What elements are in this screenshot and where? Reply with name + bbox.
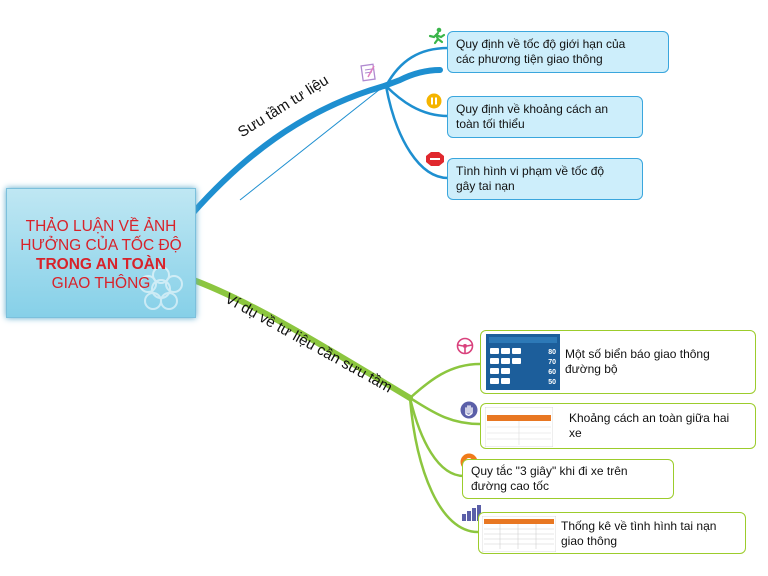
bottom-branch-line <box>185 275 413 401</box>
bottom-item-safe-distance[interactable]: Khoảng cách an toàn giữa hai xe <box>480 403 756 449</box>
central-line-2: HƯỞNG CỦA TỐC ĐỘ <box>20 237 182 254</box>
bottom-sub-1 <box>409 362 481 399</box>
notepad-icon <box>360 63 376 82</box>
bottom-item-4-text: Thống kê về tình hình tai nạn giao thông <box>561 519 743 549</box>
top-item-1-line-1: Quy định về tốc độ giới hạn của <box>456 37 626 51</box>
bottom-item-statistics[interactable]: Thống kê về tình hình tai nạn giao thông <box>478 512 746 554</box>
top-branch-line <box>189 67 443 217</box>
bottom-item-1-text: Một số biển báo giao thông đường bộ <box>565 347 751 377</box>
top-item-3-line-2: gây tai nạn <box>456 179 515 193</box>
steering-wheel-icon <box>456 337 474 355</box>
stop-hand-icon <box>460 401 478 419</box>
top-sub-3 <box>384 85 449 180</box>
bottom-item-3-line-1: Quy tắc "3 giây" khi đi xe trên <box>471 464 628 478</box>
top-item-3-line-1: Tình hình vi phạm về tốc độ <box>456 164 605 178</box>
bottom-item-road-signs[interactable]: 80 70 60 50 Một số biển báo giao thông đ… <box>480 330 756 394</box>
speed-value-1: 80 <box>548 349 556 356</box>
bottom-sub-3 <box>408 397 465 478</box>
top-branch-stem <box>239 85 385 201</box>
central-topic[interactable]: THẢO LUẬN VỀ ẢNH HƯỞNG CỦA TỐC ĐỘ TRONG … <box>6 188 196 318</box>
top-sub-2 <box>385 85 449 118</box>
bottom-item-2-text: Khoảng cách an toàn giữa hai xe <box>569 411 751 441</box>
distance-table-image <box>485 407 553 447</box>
central-line-1: THẢO LUẬN VỀ ẢNH <box>25 218 177 235</box>
bottom-item-1-line-2: đường bộ <box>565 362 618 376</box>
speed-sign-table-image: 80 70 60 50 <box>486 334 560 390</box>
bottom-sub-4 <box>408 397 479 534</box>
bottom-item-2-line-2: xe <box>569 426 582 440</box>
accident-statistics-table-image <box>482 516 556 552</box>
running-person-icon <box>428 27 446 45</box>
bottom-item-3-line-2: đường cao tốc <box>471 479 549 493</box>
central-title: THẢO LUẬN VỀ ẢNH HƯỞNG CỦA TỐC ĐỘ TRONG … <box>7 217 195 293</box>
top-item-2-line-1: Quy định về khoảng cách an <box>456 102 609 116</box>
top-item-safe-distance[interactable]: Quy định về khoảng cách an toàn tối thiể… <box>447 96 643 138</box>
top-item-2-line-2: toàn tối thiểu <box>456 117 525 131</box>
bottom-sub-2 <box>409 396 481 426</box>
top-item-1-line-2: các phương tiện giao thông <box>456 52 603 66</box>
stop-sign-icon <box>426 152 444 166</box>
vehicle-rows <box>490 348 521 384</box>
bottom-item-2-line-1: Khoảng cách an toàn giữa hai <box>569 411 730 425</box>
top-sub-1 <box>384 46 449 87</box>
bottom-item-1-line-1: Một số biển báo giao thông <box>565 347 710 361</box>
bottom-item-three-second-rule[interactable]: Quy tắc "3 giây" khi đi xe trên đường ca… <box>462 459 674 499</box>
central-line-3: TRONG AN TOÀN <box>35 256 167 273</box>
bottom-item-4-line-1: Thống kê về tình hình tai nạn <box>561 519 717 533</box>
bottom-item-4-line-2: giao thông <box>561 534 618 548</box>
top-item-violations[interactable]: Tình hình vi phạm về tốc độ gây tai nạn <box>447 158 643 200</box>
speed-value-3: 60 <box>548 369 556 376</box>
pause-icon <box>426 93 442 109</box>
flower-decoration-icon <box>139 266 183 310</box>
top-item-speed-limit[interactable]: Quy định về tốc độ giới hạn của các phươ… <box>447 31 669 73</box>
central-line-4: GIAO THÔNG <box>51 275 151 292</box>
speed-value-4: 50 <box>548 379 556 386</box>
speed-value-2: 70 <box>548 359 556 366</box>
